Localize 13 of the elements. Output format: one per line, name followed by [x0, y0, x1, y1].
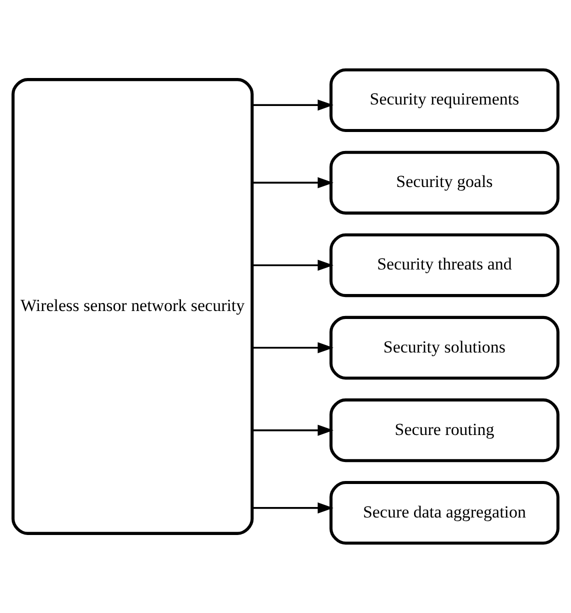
arrow — [252, 260, 334, 271]
node-box: Secure routing — [330, 398, 560, 462]
arrow — [252, 502, 334, 514]
node-box: Wireless sensor network security — [12, 78, 254, 535]
node-box: Security solutions — [330, 316, 560, 380]
node-box: Security threats and — [330, 233, 560, 298]
node-box: Security requirements — [330, 68, 560, 132]
arrow — [252, 424, 334, 436]
node-box: Secure data aggregation — [330, 480, 560, 545]
arrow — [252, 342, 334, 354]
arrow — [252, 100, 334, 111]
node-box: Security goals — [330, 150, 560, 215]
arrow — [252, 177, 334, 188]
